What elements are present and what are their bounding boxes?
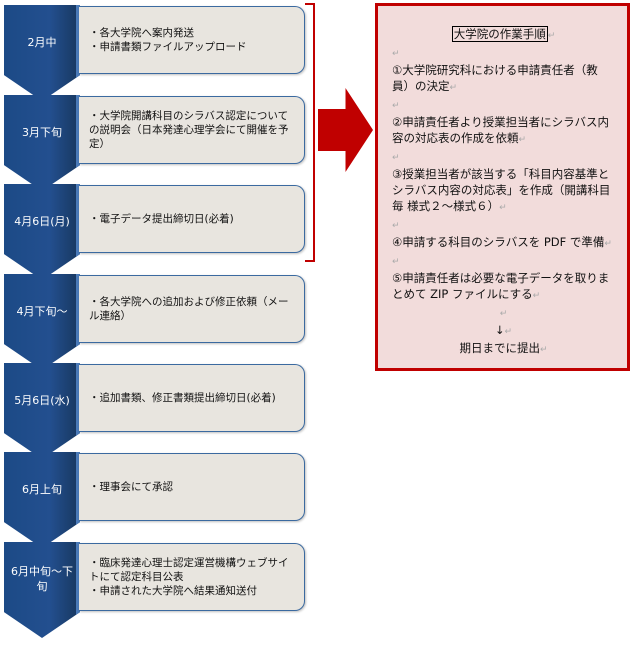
procedure-panel: 大学院の作業手順↵ ↵①大学院研究科における申請責任者（教員）の決定↵↵②申請責… [375,3,630,371]
timeline-item: ・申請書類ファイルアップロード [89,41,247,53]
down-arrow: ↓ [494,323,505,337]
right-arrow-icon [318,88,373,172]
procedure-step: ②申請責任者より授業担当者にシラバス内容の対応表の作成を依頼 [392,115,609,145]
timeline-date: 3月下旬 [4,95,80,191]
timeline-date: 4月下旬～ [4,274,80,370]
timeline-date: 6月上旬 [4,452,80,548]
timeline-item: ・理事会にて承認 [89,481,173,493]
timeline-item: ・大学院開講科目のシラバス認定についての説明会（日本発達心理学会にて開催を予定） [89,110,289,150]
timeline-item: ・電子データ提出締切日(必着) [89,213,234,225]
timeline-box: ・追加書類、修正書類提出締切日(必着) [79,364,305,432]
bracket [305,3,315,262]
timeline-item: ・臨床発達心理士認定運営機構ウェブサイトにて認定科目公表 [89,557,289,583]
timeline-date: 6月中旬～下旬 [4,542,80,638]
procedure-step: ①大学院研究科における申請責任者（教員）の決定 [392,63,598,93]
timeline-date: 4月6日(月) [4,184,80,280]
procedure-step: ③授業担当者が該当する「科目内容基準とシラバス内容の対応表」を作成（開講科目毎 … [392,167,611,213]
timeline-item: ・追加書類、修正書類提出締切日(必着) [89,392,276,404]
panel-title: 大学院の作業手順 [451,26,548,42]
procedure-step: ⑤申請責任者は必要な電子データを取りまとめて ZIP ファイルにする [392,271,610,301]
timeline-box: ・臨床発達心理士認定運営機構ウェブサイトにて認定科目公表・申請された大学院へ結果… [79,543,305,611]
timeline-item: ・各大学院へ案内発送 [89,27,194,39]
timeline-box: ・大学院開講科目のシラバス認定についての説明会（日本発達心理学会にて開催を予定） [79,96,305,164]
timeline-box: ・理事会にて承認 [79,453,305,521]
timeline-box: ・各大学院への追加および修正依頼（メール連絡） [79,275,305,343]
timeline-box: ・各大学院へ案内発送・申請書類ファイルアップロード [79,6,305,74]
panel-footer: 期日までに提出 [459,341,540,355]
timeline-item: ・申請された大学院へ結果通知送付 [89,585,257,597]
timeline-item: ・各大学院への追加および修正依頼（メール連絡） [89,296,289,322]
timeline-date: 2月中 [4,5,80,101]
timeline-box: ・電子データ提出締切日(必着) [79,185,305,253]
timeline-date: 5月6日(水) [4,363,80,459]
procedure-step: ④申請する科目のシラバスを PDF で準備 [392,235,605,249]
